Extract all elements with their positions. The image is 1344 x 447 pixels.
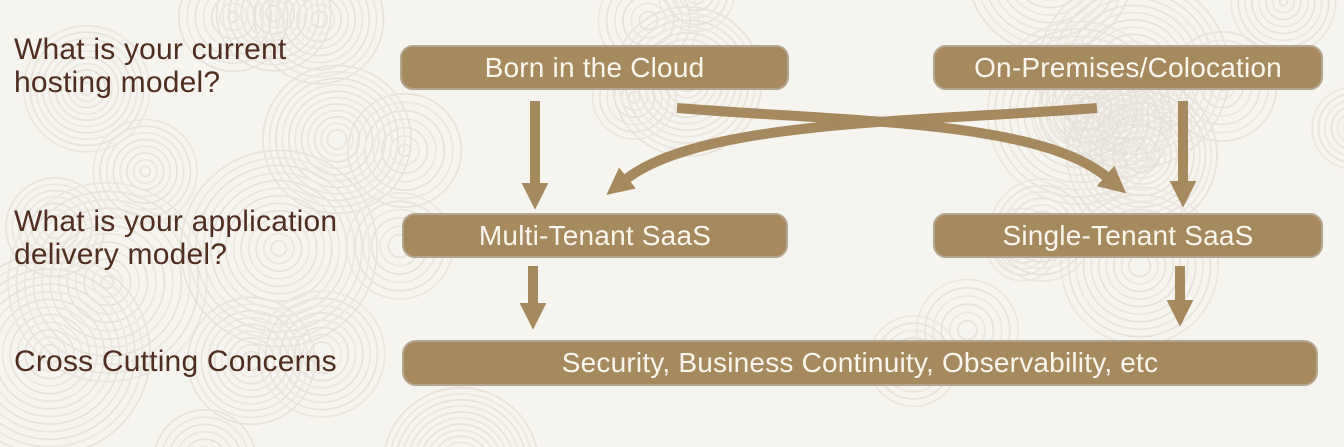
question-hosting-model: What is your current hosting model? [14,33,287,99]
node-on-premises-colocation: On-Premises/Colocation [933,45,1323,90]
node-cross-cutting-concerns: Security, Business Continuity, Observabi… [402,340,1318,386]
node-single-tenant-saas: Single-Tenant SaaS [933,213,1323,258]
node-born-in-the-cloud: Born in the Cloud [400,45,789,90]
node-multi-tenant-saas: Multi-Tenant SaaS [402,213,788,258]
question-delivery-model: What is your application delivery model? [14,205,338,271]
question-cross-cutting: Cross Cutting Concerns [14,345,337,378]
